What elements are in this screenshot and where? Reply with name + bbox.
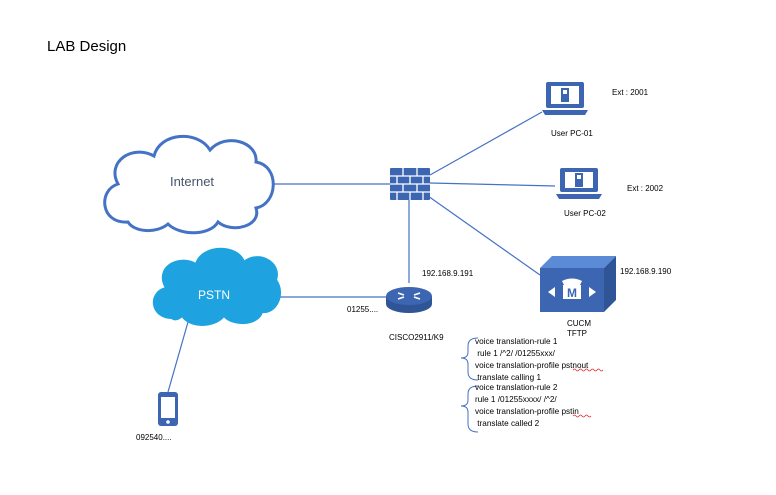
brace-2 bbox=[460, 385, 479, 433]
router-model: CISCO2911/K9 bbox=[389, 333, 444, 342]
config2-line2: rule 1 /01255xxxx/ /^2/ bbox=[475, 395, 557, 404]
tftp-label: TFTP bbox=[567, 329, 587, 338]
spellcheck-underline bbox=[572, 414, 592, 418]
config1-profile-name: pstnout bbox=[561, 361, 589, 370]
config-block-1: voice translation-rule 1 rule 1 /^2/ /01… bbox=[475, 337, 604, 382]
link-firewall-cucm bbox=[427, 195, 541, 276]
cloud-icon bbox=[103, 135, 275, 235]
link-firewall-pc2 bbox=[429, 182, 556, 187]
firewall-icon bbox=[390, 168, 430, 200]
call-manager-icon: M bbox=[540, 256, 616, 312]
config2-line4: translate called 2 bbox=[475, 419, 540, 428]
link-pstn-phone bbox=[167, 321, 189, 393]
laptop-icon bbox=[542, 82, 588, 115]
firewall bbox=[390, 168, 430, 200]
pc2-ext: Ext : 2002 bbox=[627, 184, 664, 193]
pc1-label: User PC-01 bbox=[551, 129, 593, 138]
pc1-ext: Ext : 2001 bbox=[612, 88, 649, 97]
cloud-icon bbox=[152, 247, 281, 326]
phone-number: 092540.... bbox=[136, 433, 172, 442]
user-pc-02: Ext : 2002 User PC-02 bbox=[556, 168, 664, 218]
config1-line4: translate calling 1 bbox=[475, 373, 541, 382]
mobile-phone: 092540.... bbox=[136, 392, 178, 442]
svg-text:M: M bbox=[567, 286, 577, 300]
internet-cloud: Internet bbox=[103, 135, 275, 235]
diagram-title: LAB Design bbox=[47, 38, 127, 55]
config1-line2: rule 1 /^2/ /01255xxx/ bbox=[475, 349, 556, 358]
config2-line1: voice translation-rule 2 bbox=[475, 383, 558, 392]
pc2-label: User PC-02 bbox=[564, 209, 606, 218]
user-pc-01: Ext : 2001 User PC-01 bbox=[542, 82, 649, 138]
config-braces bbox=[460, 337, 479, 433]
config-block-2: voice translation-rule 2 rule 1 /01255xx… bbox=[475, 383, 592, 428]
link-firewall-pc1 bbox=[429, 111, 543, 176]
internet-label: Internet bbox=[170, 174, 214, 189]
cucm-label: CUCM bbox=[567, 319, 591, 328]
config1-line3: voice translation-profile pstnout bbox=[475, 361, 589, 370]
config1-line1: voice translation-rule 1 bbox=[475, 337, 558, 346]
cucm-server: M 192.168.9.190 CUCM TFTP bbox=[540, 256, 672, 338]
cucm-ip: 192.168.9.190 bbox=[620, 267, 672, 276]
connections bbox=[167, 111, 556, 393]
config2-profile-name: pstin bbox=[561, 407, 579, 416]
router: 192.168.9.191 01255.... CISCO2911/K9 bbox=[347, 269, 474, 342]
pstn-label: PSTN bbox=[198, 288, 230, 302]
brace-1 bbox=[460, 337, 479, 381]
router-ip: 192.168.9.191 bbox=[422, 269, 474, 278]
router-trunk-number: 01255.... bbox=[347, 305, 378, 314]
router-icon bbox=[386, 287, 432, 313]
config2-line3: voice translation-profile pstin bbox=[475, 407, 579, 416]
spellcheck-underline bbox=[572, 368, 604, 372]
mobile-phone-icon bbox=[158, 392, 178, 426]
laptop-icon bbox=[556, 168, 602, 199]
pstn-cloud: PSTN bbox=[152, 247, 281, 326]
